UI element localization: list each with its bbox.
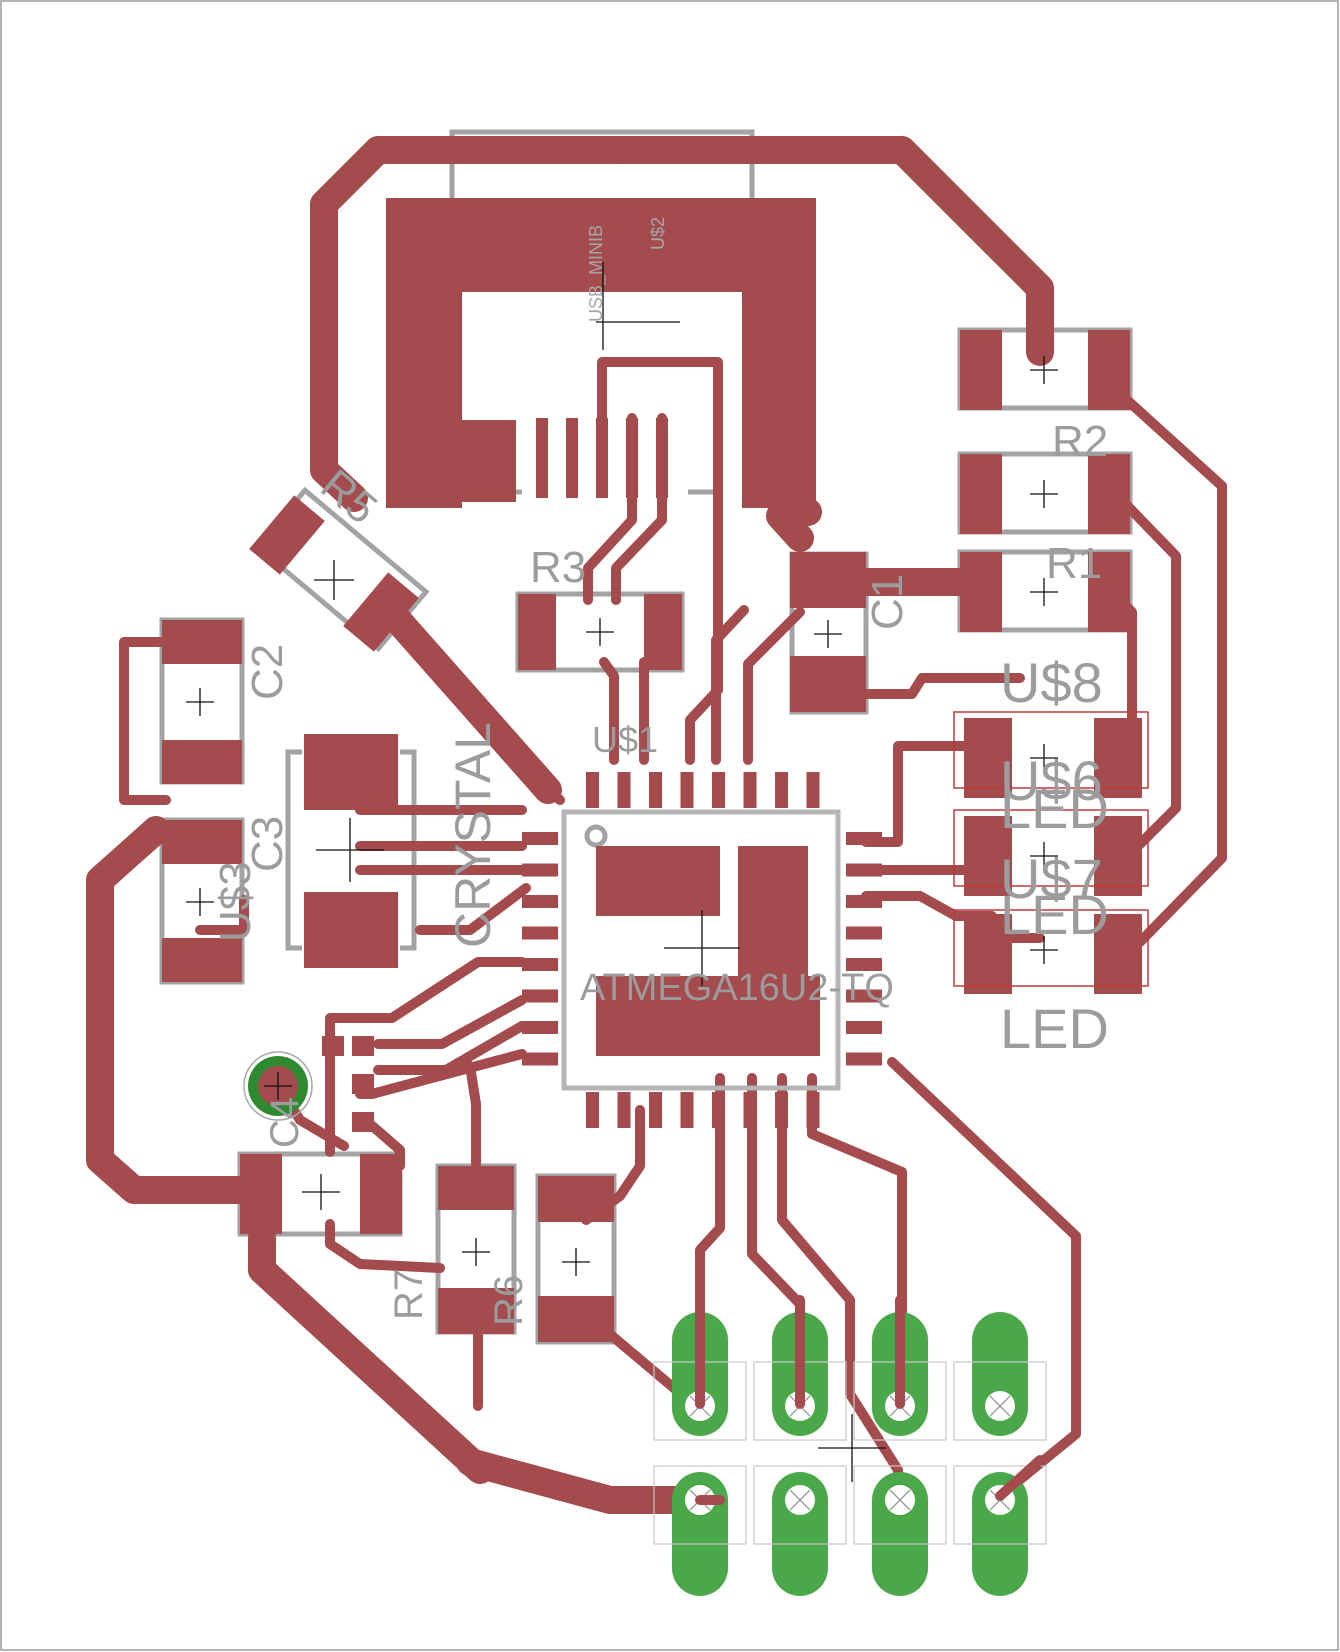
chip-pin xyxy=(617,1092,631,1128)
chip-pin xyxy=(743,772,757,808)
chip-pin xyxy=(586,1092,599,1128)
chip-pin xyxy=(680,1092,694,1128)
header-pin-outline xyxy=(953,1361,1047,1441)
chip-pin xyxy=(846,958,882,971)
label-u1: U$1 xyxy=(592,719,658,760)
chip-pin xyxy=(522,926,558,940)
header-pin-outline xyxy=(853,1465,947,1545)
chip-pin xyxy=(846,895,882,908)
chip-pins xyxy=(522,772,882,1128)
header-pin-outline xyxy=(953,1465,1047,1545)
label-led-c: LED xyxy=(1000,997,1109,1060)
chip-pin xyxy=(649,772,662,808)
label-c2: C2 xyxy=(243,644,292,700)
chip-pin xyxy=(522,1021,558,1034)
label-r2: R2 xyxy=(1052,417,1108,466)
header-pin-outline xyxy=(753,1465,847,1545)
led-outlines xyxy=(953,711,1149,987)
label-usb-id: U$2 xyxy=(648,217,668,250)
header-hole-mark xyxy=(789,1489,811,1511)
chip-pin xyxy=(522,863,558,877)
chip-pin xyxy=(522,1052,558,1066)
label-c4: C4 xyxy=(263,1097,307,1148)
chip-pin xyxy=(680,772,694,808)
chip-pin xyxy=(806,772,820,808)
label-led-a: LED xyxy=(1000,777,1109,840)
chip-pin xyxy=(649,1092,662,1128)
chip-pin xyxy=(846,832,882,845)
chip-pin xyxy=(743,1092,757,1128)
chip-pin xyxy=(806,1092,820,1128)
chip-pin xyxy=(846,926,882,940)
chip-pin xyxy=(846,989,882,1003)
chip-pin xyxy=(522,832,558,845)
header-pin-outline xyxy=(653,1465,747,1545)
chip-pin xyxy=(846,1052,882,1066)
chip-pin xyxy=(586,772,599,808)
label-r3: R3 xyxy=(530,543,586,592)
label-u6: U$6 xyxy=(1000,749,1103,812)
chip-pin xyxy=(522,895,558,908)
label-led-b: LED xyxy=(1000,883,1109,946)
chip-pin xyxy=(617,772,631,808)
label-c3: C3 xyxy=(243,816,292,872)
chip-pin xyxy=(712,772,725,808)
chip-pin xyxy=(846,863,882,877)
label-u3: U$3 xyxy=(211,861,260,942)
label-c1: C1 xyxy=(863,574,912,630)
chip-pin xyxy=(775,1092,788,1128)
label-u7: U$7 xyxy=(1000,847,1103,910)
header-hole-mark xyxy=(989,1395,1011,1417)
label-chip: ATMEGA16U2-TQ xyxy=(580,967,894,1009)
copper-pads xyxy=(162,198,1142,1342)
chip-pin xyxy=(775,772,788,808)
chip-pin xyxy=(846,1021,882,1034)
label-r1: R1 xyxy=(1046,539,1102,588)
label-usb-minib: USB_MINIB xyxy=(586,225,607,322)
chip-pin xyxy=(522,989,558,1003)
label-r7: R7 xyxy=(387,1269,431,1320)
header-hole-mark xyxy=(889,1489,911,1511)
label-crystal: CRYSTAL xyxy=(445,722,501,948)
label-r6: R6 xyxy=(487,1275,531,1326)
chip-pin xyxy=(712,1092,725,1128)
header-trace xyxy=(995,1455,1045,1501)
origin-crosses xyxy=(186,262,1058,1482)
pin-header xyxy=(653,1275,1047,1596)
label-u8: U$8 xyxy=(1000,651,1103,714)
chip-outline xyxy=(561,809,841,1091)
copper-traces xyxy=(86,136,1227,1514)
silkscreen-labels: USB_MINIB U$2 R2 R1 R3 C1 R5 C2 U$3 C3 C… xyxy=(211,217,1109,1326)
chip-pin xyxy=(522,958,558,971)
